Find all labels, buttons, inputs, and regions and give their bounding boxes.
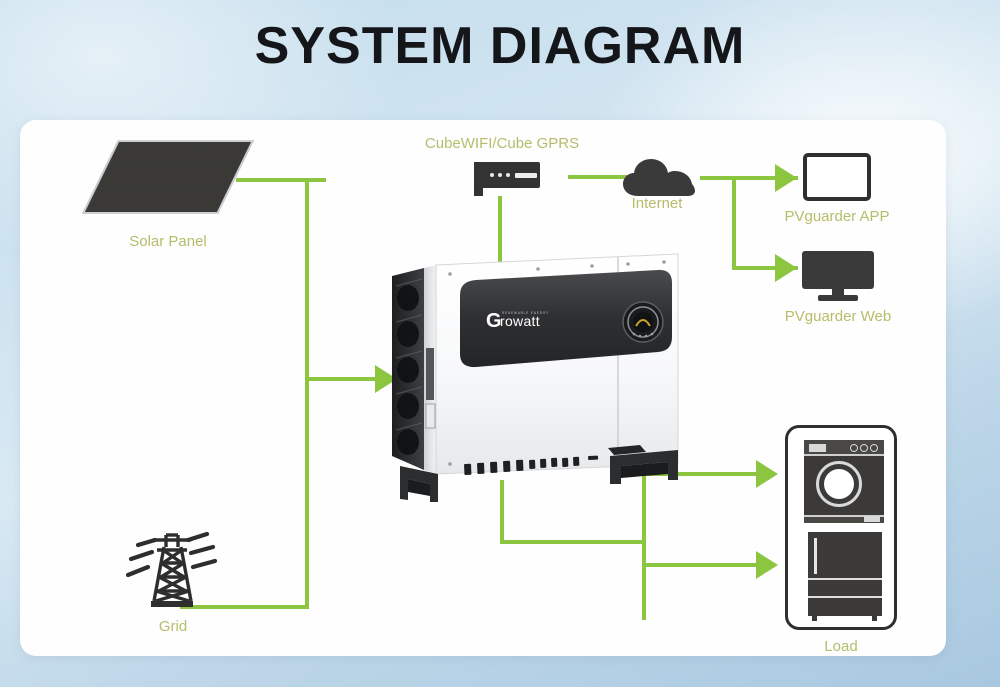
- appliances-icon[interactable]: [785, 425, 897, 630]
- wire-grid-vertical: [305, 377, 309, 609]
- tablet-icon[interactable]: [803, 153, 871, 201]
- wire-inverter-out-vertical: [500, 480, 504, 544]
- internet-label: Internet: [631, 195, 683, 212]
- wire-grid-horizontal: [180, 605, 309, 609]
- pvguarder-app-label: PVguarder APP: [784, 208, 890, 225]
- wifi-dongle-icon[interactable]: [462, 162, 540, 196]
- page-title: SYSTEM DIAGRAM: [254, 17, 746, 75]
- svg-text:rowatt: rowatt: [500, 313, 540, 329]
- wire-dongle-to-inverter: [498, 196, 502, 287]
- wire-to-load-bottom: [642, 563, 758, 567]
- wire-load-branch-vertical: [642, 472, 646, 620]
- arrow-internet-to-app: [775, 164, 797, 192]
- solar-panel-icon: [81, 140, 255, 214]
- transmission-tower-icon[interactable]: [125, 525, 221, 615]
- solar-panel-label: Solar Panel: [129, 233, 207, 250]
- cloud-icon[interactable]: [622, 158, 696, 198]
- grid-label: Grid: [158, 618, 188, 635]
- svg-text:RENEWABLE ENERGY: RENEWABLE ENERGY: [502, 311, 549, 315]
- wire-internet-to-app: [700, 176, 798, 180]
- cube-wifi-label: CubeWIFI/Cube GPRS: [424, 135, 580, 152]
- monitor-icon[interactable]: [802, 251, 874, 303]
- inverter-icon[interactable]: G rowatt RENEWABLE ENERGY: [378, 252, 718, 507]
- wire-inverter-out-horizontal: [500, 540, 646, 544]
- wire-solar-to-inverter: [305, 377, 377, 381]
- wire-internet-to-web: [732, 266, 798, 270]
- wire-dongle-to-internet: [568, 175, 632, 179]
- svg-text:G: G: [486, 310, 502, 332]
- arrow-to-load-top: [756, 460, 778, 488]
- pvguarder-web-label: PVguarder Web: [784, 308, 892, 325]
- arrow-to-load-bottom: [756, 551, 778, 579]
- diagram-card: Solar Panel CubeWIFI/Cube GPRS Internet …: [20, 120, 946, 656]
- wire-solar-horizontal: [236, 178, 326, 182]
- wire-to-load-top: [642, 472, 758, 476]
- load-label: Load: [824, 638, 858, 655]
- refrigerator-icon: [808, 532, 882, 616]
- arrow-internet-to-web: [775, 254, 797, 282]
- arrow-solar-to-inverter: [375, 365, 397, 393]
- wire-solar-vertical: [305, 178, 309, 381]
- wire-internet-branch-vertical: [732, 176, 736, 270]
